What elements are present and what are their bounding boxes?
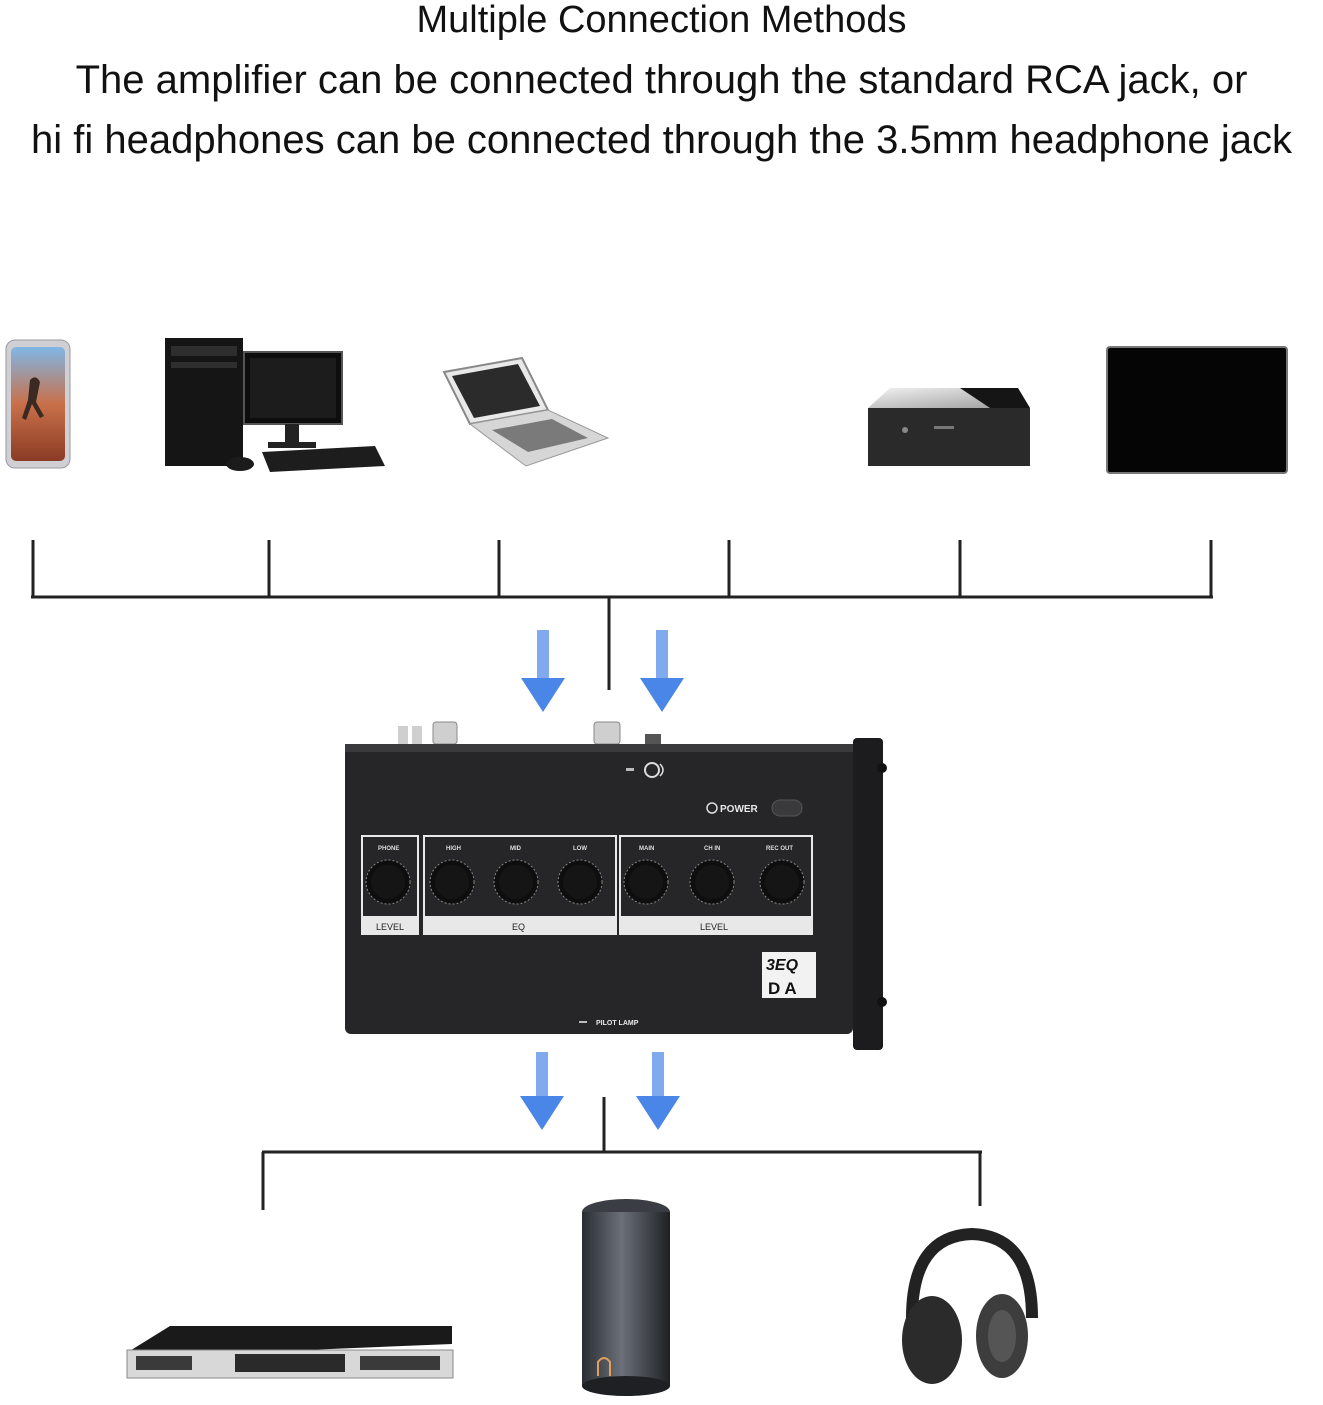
power-amplifier-icon bbox=[126, 1326, 454, 1379]
input-arrow-left bbox=[521, 630, 565, 712]
svg-text:LOW: LOW bbox=[573, 846, 587, 852]
knob-rec-out[interactable]: REC OUT bbox=[759, 846, 805, 905]
smartphone-icon bbox=[5, 339, 71, 469]
knob-ch-in[interactable]: CH IN bbox=[689, 846, 735, 905]
svg-text:PHONE: PHONE bbox=[378, 846, 399, 852]
headphones-icon bbox=[902, 1227, 1038, 1384]
svg-text:CH IN: CH IN bbox=[704, 846, 720, 852]
svg-text:HIGH: HIGH bbox=[446, 846, 461, 852]
section-label-phone-level: LEVEL bbox=[376, 922, 404, 932]
output-connector-lines bbox=[261, 1097, 982, 1210]
output-arrow-right bbox=[636, 1052, 680, 1130]
svg-text:MID: MID bbox=[510, 846, 522, 852]
svg-text:REC OUT: REC OUT bbox=[766, 846, 793, 852]
laptop-icon bbox=[442, 356, 610, 467]
power-button[interactable]: POWER bbox=[706, 799, 803, 817]
svg-text:D A: D A bbox=[768, 979, 797, 998]
svg-text:MAIN: MAIN bbox=[639, 846, 654, 852]
power-label: POWER bbox=[720, 804, 759, 815]
output-arrow-left bbox=[520, 1052, 564, 1130]
section-label-main-level: LEVEL bbox=[700, 922, 728, 932]
section-label-eq: EQ bbox=[512, 922, 525, 932]
svg-text:3EQ: 3EQ bbox=[766, 957, 799, 974]
bluetooth-indicator bbox=[626, 762, 664, 778]
input-arrow-right bbox=[640, 630, 684, 712]
desktop-computer-icon bbox=[165, 338, 385, 472]
media-player-icon bbox=[868, 388, 1030, 466]
knob-phone[interactable]: PHONE bbox=[365, 846, 411, 905]
pilot-lamp bbox=[579, 1021, 587, 1023]
pilot-lamp-label: PILOT LAMP bbox=[596, 1020, 639, 1027]
diagram-title: Multiple Connection Methods bbox=[416, 0, 907, 41]
input-connector-lines bbox=[31, 540, 1213, 690]
3eq-da-badge: 3EQ D A bbox=[762, 952, 816, 998]
speaker-icon bbox=[582, 1199, 670, 1396]
knob-low[interactable]: LOW bbox=[557, 846, 603, 905]
description-line-2: hi fi headphones can be connected throug… bbox=[31, 118, 1292, 162]
amplifier: POWER PHONE HIGH MID LOW bbox=[345, 721, 887, 1050]
knob-main[interactable]: MAIN bbox=[623, 846, 669, 905]
tablet-icon bbox=[1106, 346, 1288, 474]
knob-high[interactable]: HIGH bbox=[429, 846, 475, 905]
description-line-1: The amplifier can be connected through t… bbox=[75, 58, 1248, 102]
knob-mid[interactable]: MID bbox=[493, 846, 539, 905]
